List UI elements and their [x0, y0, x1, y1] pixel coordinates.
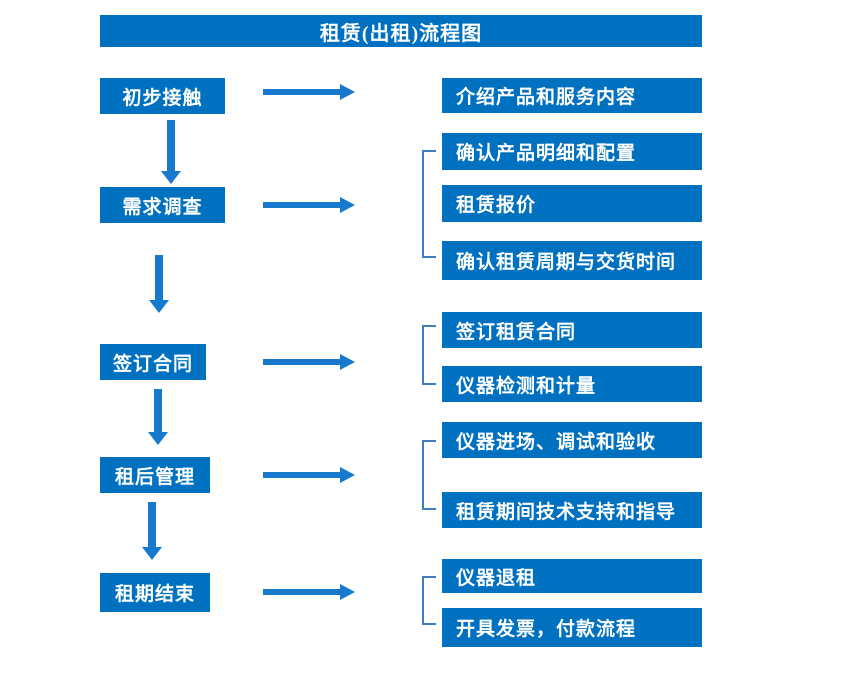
output-box: 租赁期间技术支持和指导 — [442, 492, 702, 528]
right-arrow-head-icon — [340, 467, 355, 483]
right-arrow — [263, 584, 355, 600]
down-arrow-shaft — [167, 120, 175, 171]
output-box: 介绍产品和服务内容 — [442, 78, 702, 113]
down-arrow-head-icon — [149, 300, 169, 313]
bracket-connector — [422, 325, 436, 385]
stage-rental-end: 租期结束 — [100, 573, 210, 612]
bracket-connector — [422, 576, 436, 625]
stage-post-rental-management: 租后管理 — [100, 457, 210, 493]
right-arrow — [263, 354, 355, 370]
stage-initial-contact: 初步接触 — [100, 78, 225, 114]
right-arrow-head-icon — [340, 197, 355, 213]
output-box: 开具发票，付款流程 — [442, 608, 702, 647]
output-box: 确认租赁周期与交货时间 — [442, 241, 702, 280]
down-arrow — [148, 389, 168, 445]
down-arrow-shaft — [148, 502, 156, 547]
output-box: 签订租赁合同 — [442, 312, 702, 348]
down-arrow — [161, 120, 181, 184]
stage-needs-survey: 需求调查 — [100, 187, 225, 223]
down-arrow — [142, 502, 162, 560]
right-arrow-shaft — [263, 472, 340, 478]
output-box: 仪器检测和计量 — [442, 366, 702, 402]
down-arrow — [149, 255, 169, 313]
bracket-connector — [422, 150, 436, 258]
output-box: 仪器进场、调试和验收 — [442, 422, 702, 458]
bracket-connector — [422, 440, 436, 510]
right-arrow-head-icon — [340, 84, 355, 100]
right-arrow-shaft — [263, 359, 340, 365]
down-arrow-shaft — [155, 255, 163, 300]
flowchart-title: 租赁(出租)流程图 — [100, 15, 702, 47]
right-arrow — [263, 197, 355, 213]
right-arrow-shaft — [263, 202, 340, 208]
stage-sign-contract: 签订合同 — [100, 344, 206, 380]
right-arrow — [263, 467, 355, 483]
right-arrow-shaft — [263, 589, 340, 595]
right-arrow-head-icon — [340, 354, 355, 370]
down-arrow-head-icon — [142, 547, 162, 560]
down-arrow-shaft — [154, 389, 162, 432]
output-box: 仪器退租 — [442, 559, 702, 593]
right-arrow-shaft — [263, 89, 340, 95]
right-arrow — [263, 84, 355, 100]
right-arrow-head-icon — [340, 584, 355, 600]
output-box: 确认产品明细和配置 — [442, 133, 702, 170]
down-arrow-head-icon — [148, 432, 168, 445]
output-box: 租赁报价 — [442, 185, 702, 222]
down-arrow-head-icon — [161, 171, 181, 184]
